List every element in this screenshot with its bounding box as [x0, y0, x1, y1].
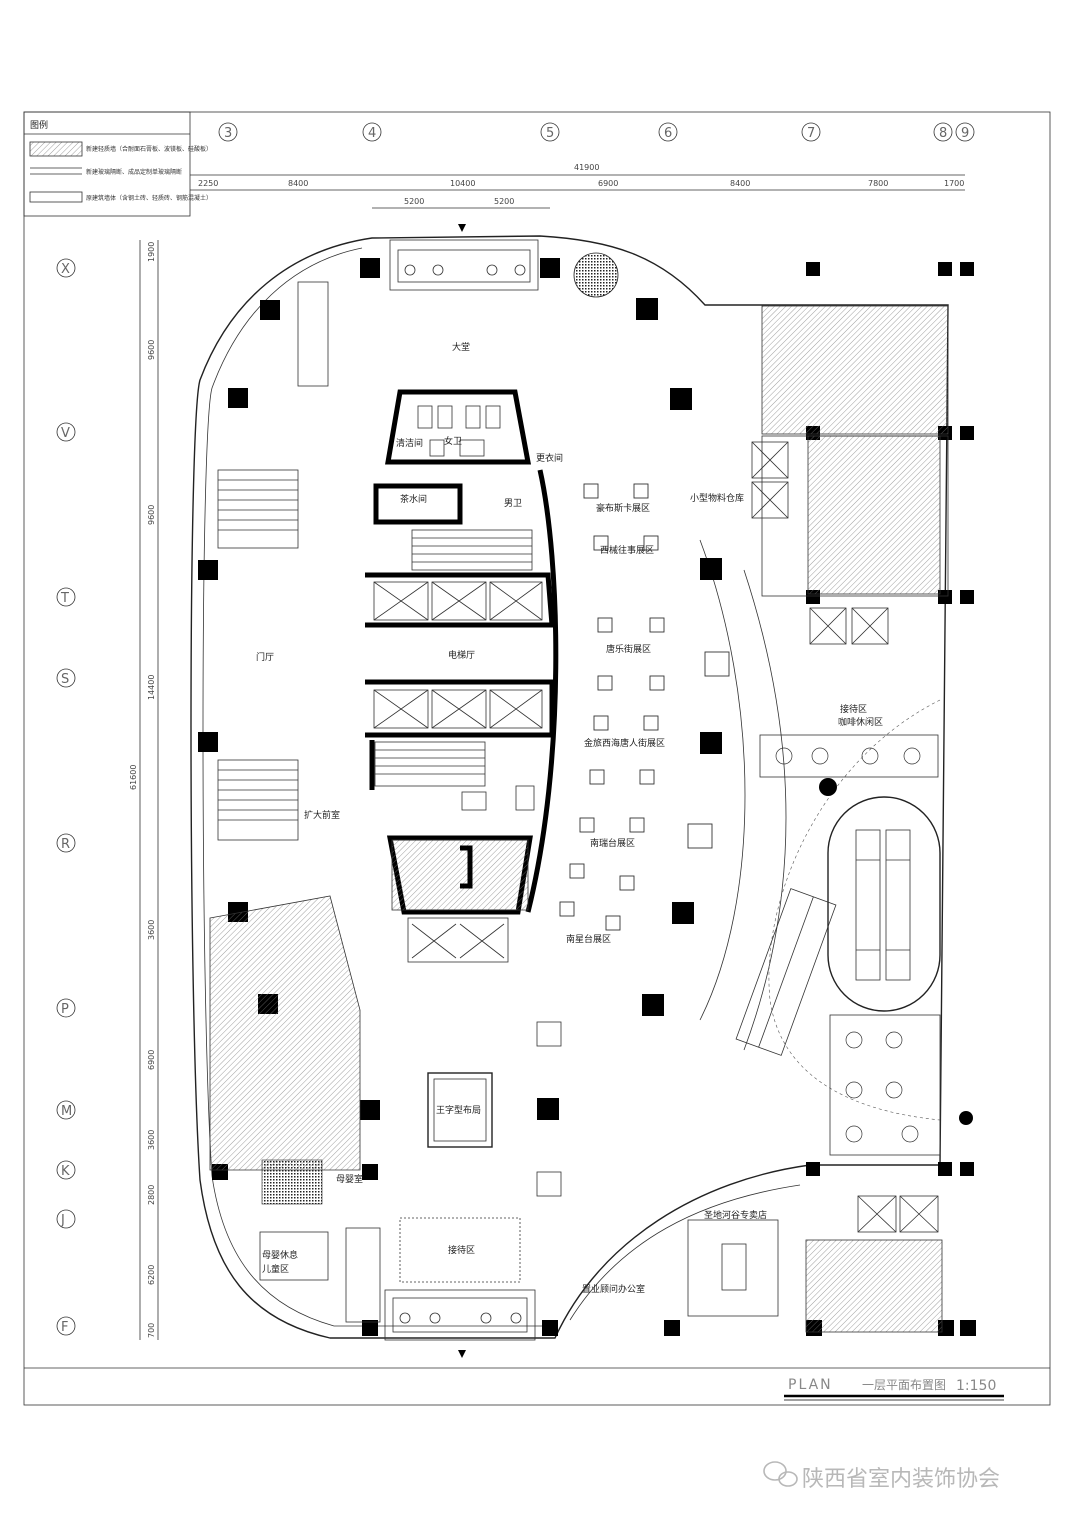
dim-top-sub-2: 5200	[494, 197, 514, 206]
left-wing	[209, 281, 381, 1323]
dim-left-total: 61600	[129, 765, 138, 790]
dim-top-7: 1700	[944, 179, 964, 188]
structural-columns	[198, 258, 976, 1336]
room-female-wc: 女卫	[444, 435, 462, 447]
dim-left-9: 6200	[147, 1265, 156, 1285]
title-plan-name: 一层平面布置图	[862, 1378, 946, 1392]
legend-item-2: 新建玻璃隔断、成品定制单玻璃隔断	[86, 168, 182, 176]
axis-top-5: 5	[546, 126, 554, 141]
room-tea: 茶水间	[400, 493, 427, 505]
room-expo-5: 南瑞台展区	[590, 837, 635, 849]
room-expo-1: 豪布斯卡展区	[596, 502, 650, 514]
room-locker: 更衣间	[536, 452, 563, 464]
axis-left-v: V	[61, 426, 70, 441]
room-shop: 圣地河谷专卖店	[704, 1209, 767, 1221]
axis-top-8: 8	[939, 126, 947, 141]
dim-top-3: 10400	[450, 179, 475, 188]
room-lobby: 大堂	[452, 341, 470, 353]
axis-left-j: J	[60, 1213, 65, 1228]
dimensions-top: 41900 2250 8400 10400 6900 8400 7800 170…	[190, 163, 965, 209]
axis-left-p: P	[61, 1002, 69, 1017]
axis-top-7: 7	[807, 126, 815, 141]
dim-left-7: 3600	[147, 1130, 156, 1150]
legend-item-1: 新建轻质墙（合耐面石膏板、波镁板、硅酸板）	[86, 145, 212, 153]
dim-left-1: 1900	[147, 242, 156, 262]
room-expo-4: 金旅西海唐人街展区	[584, 737, 665, 749]
axis-left-x: X	[61, 262, 70, 277]
room-front-room: 扩大前室	[304, 809, 340, 821]
axis-left-f: F	[61, 1320, 68, 1335]
dim-left-6: 6900	[147, 1050, 156, 1070]
axis-left-s: S	[61, 672, 69, 687]
room-mother-rest-1: 母婴休息	[262, 1249, 298, 1261]
room-reception-cafe-1: 接待区	[840, 703, 867, 715]
display-stands	[559, 483, 730, 931]
room-male-wc: 男卫	[504, 498, 522, 509]
room-mother-baby: 母婴室	[336, 1173, 363, 1185]
axis-left-t: T	[60, 591, 69, 606]
axis-top-6: 6	[664, 126, 672, 141]
room-labels: 大堂 清洁间 女卫 更衣间 茶水间 男卫 小型物料仓库 豪布斯卡展区 西械往事展…	[256, 341, 883, 1295]
dim-top-5: 8400	[730, 179, 750, 188]
wechat-icon	[763, 1461, 798, 1487]
legend: 图例 新建轻质墙（合耐面石膏板、波镁板、硅酸板） 新建玻璃隔断、成品定制单玻璃隔…	[23, 111, 212, 217]
dim-left-8: 2800	[147, 1185, 156, 1205]
axis-top-9: 9	[961, 126, 969, 141]
dim-top-sub-1: 5200	[404, 197, 424, 206]
sheet-border	[23, 111, 1051, 1406]
dim-left-10: 700	[147, 1323, 156, 1338]
room-wang-layout: 王字型布局	[436, 1104, 481, 1116]
right-wing	[735, 305, 949, 1333]
room-reception: 接待区	[448, 1244, 475, 1256]
dimensions-left: 61600 1900 9600 9600 14400 3600 6900 360…	[129, 240, 159, 1340]
dim-top-6: 7800	[868, 179, 888, 188]
room-reception-cafe-2: 咖啡休闲区	[838, 716, 883, 728]
dim-top-1: 2250	[198, 179, 218, 188]
legend-title: 图例	[30, 119, 48, 131]
room-entrance-hall: 门厅	[256, 651, 274, 663]
dim-top-4: 6900	[598, 179, 618, 188]
dim-left-4: 14400	[147, 675, 156, 700]
room-expo-2: 西械往事展区	[600, 544, 654, 556]
axis-top-3: 3	[224, 126, 232, 141]
grid-axis-top: 3 4 5 6 7 8 9	[218, 122, 975, 142]
dim-left-3: 9600	[147, 505, 156, 525]
watermark: 陕西省室内装饰协会	[763, 1461, 1000, 1492]
title-block: PLAN 一层平面布置图 1:150	[784, 1377, 1004, 1401]
title-scale: 1:150	[956, 1378, 996, 1394]
room-mother-rest-2: 儿童区	[262, 1263, 289, 1275]
watermark-text: 陕西省室内装饰协会	[802, 1467, 1000, 1492]
axis-left-r: R	[61, 837, 70, 852]
top-entrance	[389, 224, 619, 298]
axis-left-k: K	[61, 1164, 70, 1179]
center-fixtures	[399, 1021, 779, 1317]
dim-top-2: 8400	[288, 179, 308, 188]
room-consultant: 置业顾问办公室	[582, 1283, 645, 1295]
room-elevator-hall: 电梯厅	[448, 649, 475, 661]
room-expo-3: 唐乐街展区	[606, 643, 651, 655]
dim-top-total: 41900	[574, 163, 599, 172]
grid-axis-left: X V T S R P M K J F	[56, 258, 76, 1336]
legend-item-3: 原建筑墙体（含钢土砖、轻质砖、钢筋混凝土）	[86, 194, 212, 202]
title-plan-word: PLAN	[788, 1377, 833, 1393]
dim-left-5: 3600	[147, 920, 156, 940]
dim-left-2: 9600	[147, 340, 156, 360]
axis-left-m: M	[61, 1104, 72, 1119]
room-expo-6: 南星台展区	[566, 933, 611, 945]
room-cleaning: 清洁间	[396, 437, 423, 449]
room-storage: 小型物料仓库	[690, 492, 744, 504]
axis-top-4: 4	[368, 126, 376, 141]
central-core	[365, 389, 559, 963]
bottom-entrance	[384, 1289, 536, 1358]
